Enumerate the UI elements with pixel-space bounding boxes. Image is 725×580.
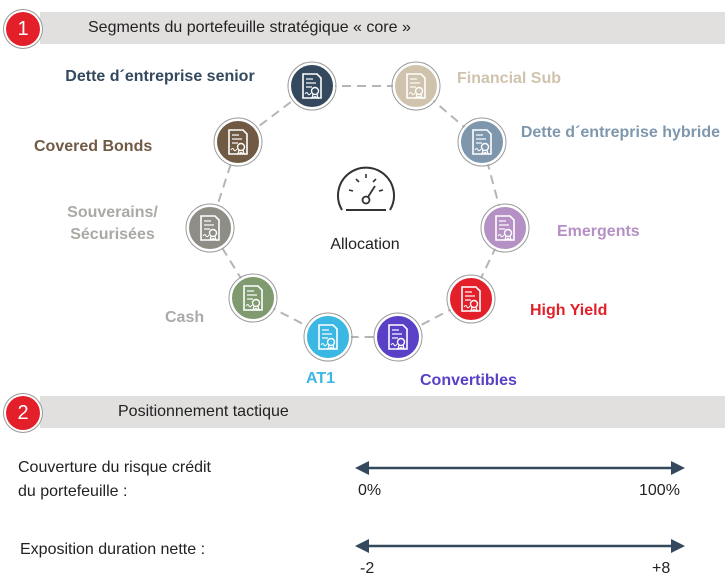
section-1-bar	[40, 12, 725, 44]
duration-max: +8	[652, 560, 671, 577]
segment-label-dette-hybride: Dette d´entreprise hybride	[520, 124, 720, 141]
segment-node-financial-sub	[391, 61, 441, 111]
segment-label-covered: Covered Bonds	[34, 138, 153, 155]
segment-node-dette-hybride	[457, 117, 507, 167]
segment-node-covered	[213, 117, 263, 167]
segment-node-cash	[228, 273, 278, 323]
segment-label-high-yield: High Yield	[530, 302, 608, 319]
segment-label-at1: AT1	[306, 370, 336, 387]
segment-node-high-yield	[446, 274, 496, 324]
section-2-bar	[40, 396, 725, 428]
duration-min: -2	[360, 560, 375, 577]
section-1-number-badge: 1	[6, 12, 40, 46]
credit-hedge-label: Couverture du risque crédit du portefeui…	[18, 456, 211, 504]
segment-label-dette-senior: Dette d´entreprise senior	[65, 68, 255, 85]
duration-range-arrow	[355, 539, 685, 553]
credit-hedge-label-line1: Couverture du risque crédit	[18, 459, 211, 476]
segment-label-convertibles: Convertibles	[420, 372, 517, 389]
section-2-title: Positionnement tactique	[118, 403, 289, 420]
segment-label-souverains: Souverains/ Sécurisées	[67, 204, 158, 243]
credit-hedge-range-arrow	[355, 461, 685, 475]
segment-node-at1	[303, 312, 353, 362]
segment-label-financial-sub: Financial Sub	[457, 70, 562, 87]
segment-label-emergents: Emergents	[557, 223, 640, 240]
credit-hedge-max: 100%	[639, 482, 680, 499]
credit-hedge-min: 0%	[358, 482, 382, 499]
segments-ring-diagram	[185, 61, 530, 362]
center-label: Allocation	[330, 236, 400, 253]
segment-node-convertibles	[373, 312, 423, 362]
segment-label-cash: Cash	[165, 309, 205, 326]
segment-node-souverains	[185, 203, 235, 253]
duration-label: Exposition duration nette :	[20, 541, 206, 558]
segment-node-dette-senior	[287, 61, 337, 111]
gauge-icon	[337, 166, 395, 211]
credit-hedge-label-line2: du portefeuille :	[18, 483, 128, 500]
section-2-number-badge: 2	[6, 396, 40, 430]
section-1-title: Segments du portefeuille stratégique « c…	[88, 19, 411, 36]
segment-node-emergents	[480, 203, 530, 253]
